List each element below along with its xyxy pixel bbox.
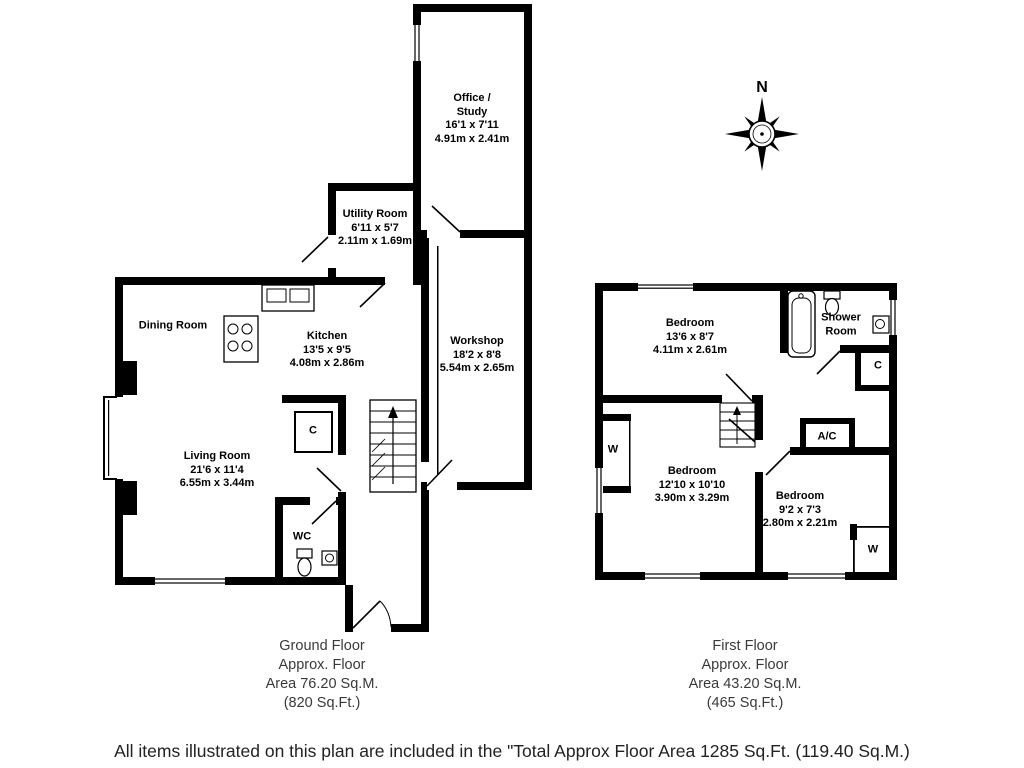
room-name: C — [309, 424, 317, 437]
room-dims-imperial: 13'5 x 9'5 — [302, 343, 352, 356]
caption-line: (820 Sq.Ft.) — [283, 695, 361, 711]
bath-icon — [787, 290, 816, 358]
room-dims-imperial: 18'2 x 8'8 — [452, 348, 502, 361]
room-name: A/C — [817, 430, 837, 443]
caption-line: Approx. Floor — [278, 657, 366, 673]
room-label-cupboard-first: C — [874, 359, 882, 373]
room-name: Kitchen — [306, 329, 348, 342]
caption-line: Area 43.20 Sq.M. — [688, 676, 802, 692]
room-dims-metric: 6.55m x 3.44m — [179, 476, 255, 489]
room-name: WC — [292, 530, 312, 543]
room-label-dining: Dining Room — [139, 319, 207, 333]
basin-icon — [872, 315, 890, 334]
room-label-wc: WC — [293, 530, 311, 544]
room-name: Living Room — [183, 449, 251, 462]
room-dims-metric: 5.54m x 2.65m — [439, 361, 515, 374]
room-dims-metric: 4.08m x 2.86m — [289, 356, 365, 369]
room-label-utility: Utility Room 6'11 x 5'7 2.11m x 1.69m — [338, 208, 412, 249]
room-label-shower: Shower Room — [821, 312, 861, 339]
ground-floor-windows — [155, 25, 421, 585]
room-label-ac: A/C — [818, 430, 837, 444]
room-name: Shower — [821, 311, 861, 324]
room-label-wardrobe-right: W — [868, 543, 878, 557]
first-floor-stairs-icon — [719, 402, 756, 448]
room-dims-imperial: 9'2 x 7'3 — [779, 503, 821, 516]
room-name: Bedroom — [775, 489, 825, 502]
compass-north-label: N — [756, 79, 768, 96]
first-floor-windows — [595, 283, 897, 580]
kitchen-sink-icon — [261, 284, 315, 312]
room-label-bedroom-1: Bedroom 13'6 x 8'7 4.11m x 2.61m — [653, 317, 727, 358]
caption-line: Approx. Floor — [701, 657, 789, 673]
stairs-icon — [369, 399, 417, 493]
room-label-bedroom-3: Bedroom 9'2 x 7'3 2.80m x 2.21m — [763, 490, 838, 531]
total-area-disclaimer: All items illustrated on this plan are i… — [114, 741, 910, 761]
first-floor-plan — [595, 283, 897, 580]
room-name: Office / — [453, 92, 491, 104]
bay-window — [103, 396, 117, 480]
first-floor-doors — [725, 350, 841, 476]
room-dims-imperial: 12'10 x 10'10 — [658, 478, 726, 491]
room-dims-metric: 2.11m x 1.69m — [337, 234, 413, 247]
compass-icon — [725, 97, 799, 171]
room-name: C — [874, 359, 882, 372]
room-name: Utility Room — [342, 207, 408, 220]
ground-floor-plan — [103, 4, 532, 632]
room-label-office-study: Office / Study 16'1 x 7'11 4.91m x 2.41m — [435, 92, 510, 146]
room-dims-imperial: 6'11 x 5'7 — [351, 221, 399, 234]
room-label-bedroom-2: Bedroom 12'10 x 10'10 3.90m x 3.29m — [655, 465, 730, 506]
hob-icon — [223, 315, 259, 363]
caption-line: Ground Floor — [279, 638, 365, 654]
toilet-icon — [823, 290, 841, 317]
room-dims-metric: 3.90m x 3.29m — [654, 491, 730, 504]
room-dims-imperial: 16'1 x 7'11 — [445, 119, 499, 131]
room-dims-metric: 2.80m x 2.21m — [762, 516, 838, 529]
room-dims-metric: 4.11m x 2.61m — [652, 343, 728, 356]
room-name: Bedroom — [665, 316, 715, 329]
room-label-wardrobe-left: W — [608, 443, 618, 457]
ground-floor-walls — [115, 4, 532, 632]
room-name: Study — [456, 105, 488, 118]
wc-basin-icon — [321, 550, 338, 566]
room-dims-imperial: 21'6 x 11'4 — [190, 463, 244, 476]
room-name: W — [607, 443, 619, 456]
room-name: Workshop — [450, 334, 504, 347]
caption-line: First Floor — [712, 638, 778, 654]
room-name: Bedroom — [667, 464, 717, 477]
room-label-cupboard-ground: C — [309, 424, 317, 438]
wc-toilet-icon — [296, 548, 313, 577]
room-dims-metric: 4.91m x 2.41m — [434, 132, 510, 145]
room-name: W — [867, 543, 879, 556]
ground-floor-caption: Ground Floor Approx. Floor Area 76.20 Sq… — [266, 637, 379, 713]
caption-line: Area 76.20 Sq.M. — [265, 676, 379, 692]
room-dims-imperial: 13'6 x 8'7 — [665, 330, 715, 343]
first-floor-caption: First Floor Approx. Floor Area 43.20 Sq.… — [689, 637, 802, 713]
room-label-living: Living Room 21'6 x 11'4 6.55m x 3.44m — [180, 450, 255, 491]
room-name: Dining Room — [138, 319, 208, 332]
ground-floor-doors — [301, 205, 461, 629]
caption-line: (465 Sq.Ft.) — [706, 695, 784, 711]
room-label-workshop: Workshop 18'2 x 8'8 5.54m x 2.65m — [440, 335, 515, 376]
room-name: Room — [825, 325, 857, 337]
room-label-kitchen: Kitchen 13'5 x 9'5 4.08m x 2.86m — [290, 330, 365, 371]
cupboard-box-ground — [294, 411, 333, 453]
